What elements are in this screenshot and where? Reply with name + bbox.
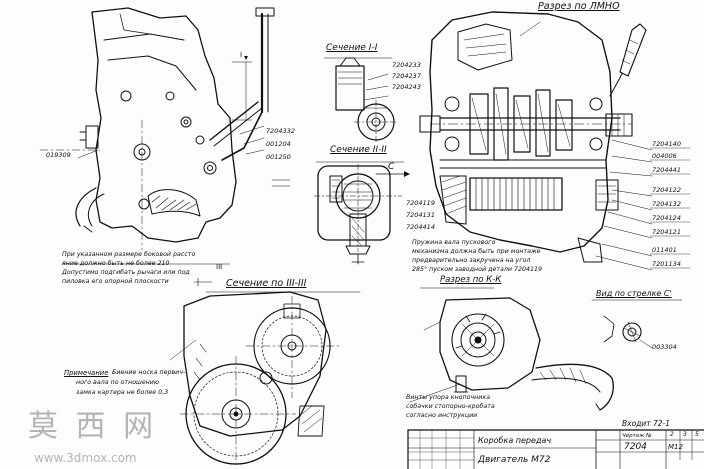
part-7204124: 7204124 xyxy=(652,214,681,222)
center-note-line-3: предварительно закручена на угол xyxy=(412,257,531,264)
section-3-title: Сечение по III-III xyxy=(226,278,307,289)
bottom-note-line-1: Винты упора кнопочника xyxy=(406,394,491,401)
part-001250: 001250 xyxy=(266,153,291,161)
title-block-cell-3: 5 xyxy=(695,431,699,438)
part-7204414: 7204414 xyxy=(406,223,435,231)
part-7204441: 7204441 xyxy=(652,166,681,174)
part-004006: 004006 xyxy=(652,152,677,160)
part-011401: 011401 xyxy=(652,246,677,254)
title-block-engine: Двигатель М72 xyxy=(478,455,551,465)
main-cross-section xyxy=(419,11,691,271)
center-note-line-1: Пружина вала пускового xyxy=(412,239,496,246)
section-2-view xyxy=(313,161,410,265)
section-1-view xyxy=(323,57,399,145)
title-block xyxy=(407,429,704,469)
section-2-title: Сечение II-II xyxy=(330,145,387,155)
title-block-cell-2: 3 xyxy=(683,431,687,438)
remark-line-1: Биение носка первич- xyxy=(112,369,186,376)
center-note-line-2: механизма должна быть при монтаже xyxy=(412,248,541,255)
part-7204243: 7204243 xyxy=(392,83,421,91)
title-block-cell-1: 2 xyxy=(670,431,674,438)
part-019309: 019309 xyxy=(46,151,71,159)
section-k-title: Разрез по К-К xyxy=(440,275,502,285)
part-7204140: 7204140 xyxy=(652,140,681,148)
section-1-title: Сечение I-I xyxy=(326,43,378,53)
title-block-code: М12 xyxy=(668,443,683,451)
remark-line-2: ного вала по отношению xyxy=(76,379,160,386)
main-section-title: Разрез по ЛМНО xyxy=(538,1,620,12)
part-7204233: 7204233 xyxy=(392,61,421,69)
watermark-url: www.3dmox.com xyxy=(34,451,137,465)
part-001204: 001204 xyxy=(266,140,291,148)
title-block-drawing-no: 7204 xyxy=(624,442,647,452)
part-003304: 003304 xyxy=(652,343,677,351)
left-note-line-4: пиловка его опорной плоскости xyxy=(62,278,169,285)
remark-title: Примечание xyxy=(64,369,109,377)
entry-label: Входит 72-1 xyxy=(622,419,671,428)
left-note-line-3: Допустимо подгибать рычаги или под xyxy=(62,269,190,276)
remark-line-3: замка картера не более 0,3 xyxy=(76,389,169,396)
title-block-sheet-label: Чертеж № xyxy=(622,433,652,439)
part-7204237: 7204237 xyxy=(392,72,421,80)
part-7204131: 7204131 xyxy=(406,211,435,219)
bottom-note-line-3: согласно инструкции xyxy=(406,412,478,419)
title-block-name: Коробка передач xyxy=(478,436,552,445)
part-7204121: 7204121 xyxy=(652,228,681,236)
roman-1-mark: I xyxy=(240,51,243,59)
bottom-note-line-2: собачки стопорно-кробата xyxy=(406,403,495,410)
center-note-line-4: 285° пуском заводной детали 7204119 xyxy=(412,266,542,273)
left-note-line-1: При указанном размере боковой рассто xyxy=(62,251,196,258)
left-note-line-2: яние должно быть не более 210 xyxy=(62,260,170,267)
part-7201134: 7201134 xyxy=(652,260,681,268)
roman-3-mark: III xyxy=(216,263,223,271)
arrow-c-label: С xyxy=(388,162,395,172)
part-7204132: 7204132 xyxy=(652,200,681,208)
view-c xyxy=(591,299,683,349)
left-external-view xyxy=(39,7,291,287)
section-3-view xyxy=(169,291,361,469)
watermark-chars: 莫 西 网 xyxy=(28,409,158,444)
view-c-title: Вид по стрелке С' xyxy=(596,289,672,298)
part-7204119: 7204119 xyxy=(406,199,435,207)
section-k-view xyxy=(409,287,614,411)
part-7204122: 7204122 xyxy=(652,186,681,194)
part-7204332: 7204332 xyxy=(266,127,295,135)
